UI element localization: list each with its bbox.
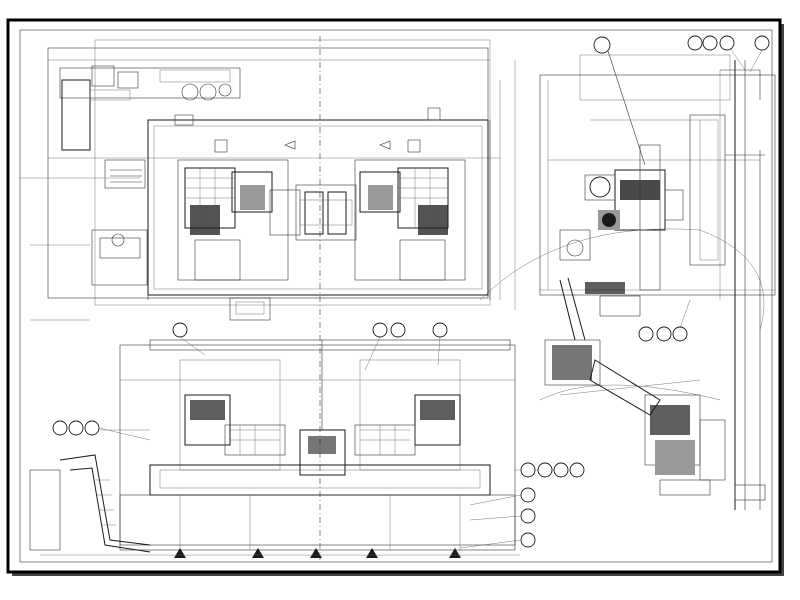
- robot-arm: [479, 228, 766, 501]
- plan-view: [20, 36, 516, 560]
- plan-spindle-right: [354, 159, 466, 281]
- elev-head-right: [354, 394, 461, 456]
- inner-border: [19, 29, 773, 563]
- balloon-elev-left: [52, 420, 151, 441]
- balloon-elev-right: [459, 462, 585, 549]
- balloon-elev-top: [172, 322, 448, 371]
- drawing-frame: [6, 18, 782, 574]
- balloon-robot: [638, 299, 691, 342]
- side-view-right: [539, 47, 776, 510]
- balloon-group-top-right: [687, 35, 770, 73]
- chip-conveyor: [29, 454, 151, 553]
- balloon-callouts: [52, 35, 770, 549]
- plan-spindle-left: [177, 159, 301, 281]
- elev-head-left: [184, 394, 286, 456]
- front-elevation: [29, 339, 560, 558]
- balloon-plan: [593, 36, 611, 54]
- plan-center-coupling: [229, 184, 357, 321]
